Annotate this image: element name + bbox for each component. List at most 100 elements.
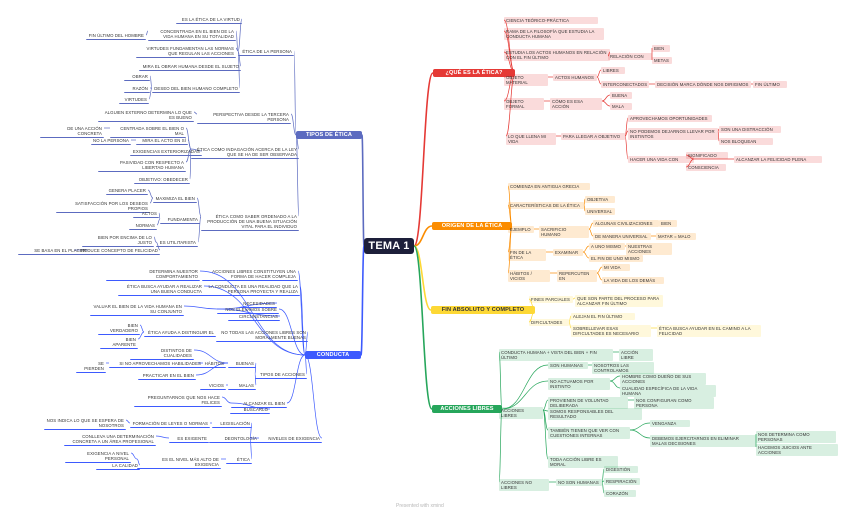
origen-node[interactable]: EJEMPLO: [508, 226, 534, 233]
tipos-node[interactable]: VIRTUDES: [119, 96, 149, 104]
acciones-node[interactable]: PROVIENEN DE VOLUNTAD DELIBERADA: [548, 397, 628, 409]
branch-acciones[interactable]: ACCIONES LIBRES: [432, 405, 502, 413]
que-es-node[interactable]: SON UNA DISTRACCIÓN: [719, 126, 781, 133]
tipos-node[interactable]: VIRTUDES FUNDAMENTAN LAS NORMAS QUE REGU…: [136, 45, 236, 58]
conducta-node[interactable]: LA CALIDAD: [96, 462, 140, 470]
origen-node[interactable]: A UNO MISMO: [589, 243, 625, 250]
que-es-node[interactable]: ESTUDIA LOS ACTOS HUMANOS EN RELACIÓN CO…: [504, 49, 610, 61]
origen-node[interactable]: MI VIDA: [602, 264, 630, 271]
que-es-node[interactable]: CIENCIA TEÓRICO-PRÁCTICA: [504, 17, 598, 24]
que-es-node[interactable]: BUENA: [610, 92, 632, 99]
conducta-node[interactable]: NO TODAS LAS ACCIONES LIBRES SON MORALME…: [216, 329, 308, 342]
tipos-node[interactable]: CENTRADA SOBRE EL BIEN O MAL: [110, 125, 186, 138]
que-es-node[interactable]: CÓMO ES ESA ACCIÓN: [550, 98, 602, 110]
origen-node[interactable]: COMIENZA EN ANTIGUA GRECIA: [508, 183, 590, 190]
acciones-node[interactable]: NO ACTUAMOS POR INSTINTO: [548, 378, 610, 390]
conducta-node[interactable]: ES EXIGENTE: [169, 435, 209, 443]
conducta-node[interactable]: NIVELES DE EXIGENCIA: [250, 435, 322, 443]
tipos-node[interactable]: NO LA PERSONA: [91, 137, 131, 145]
acciones-node[interactable]: NO SON HUMANAS: [556, 479, 602, 486]
acciones-node[interactable]: SON HUMANAS: [548, 362, 588, 369]
conducta-node[interactable]: SE PIERDEN: [76, 360, 106, 373]
tipos-node[interactable]: SE BASA EN EL PLACER: [18, 247, 88, 255]
que-es-node[interactable]: ALCANZAR LA FELICIDAD PLENA: [734, 156, 822, 163]
conducta-node[interactable]: ALCANZAR EL BIEN: [231, 400, 287, 408]
origen-node[interactable]: ALGUNAS CIVILIZACIONES: [593, 220, 659, 227]
acciones-node[interactable]: ACCIONES NO LIBRES: [499, 479, 549, 491]
branch-conducta[interactable]: CONDUCTA: [305, 351, 361, 359]
conducta-node[interactable]: ÉTICA AYUDA A DISTINGUIR EL: [144, 329, 216, 337]
origen-node[interactable]: HÁBITOS / VICIOS: [508, 270, 550, 282]
acciones-node[interactable]: CONDUCTA HUMANA + VISTA DEL BIEN + FIN Ú…: [499, 349, 613, 361]
acciones-node[interactable]: CORAZÓN: [604, 490, 636, 497]
tipos-node[interactable]: MAXIMIZA EL BIEN: [153, 195, 197, 203]
que-es-node[interactable]: OBJETO MATERIAL: [504, 74, 548, 86]
acciones-node[interactable]: HACEMOS JUICIOS ANTE ACCIONES: [756, 444, 838, 456]
acciones-node[interactable]: HOMBRE COMO DUEÑO DE SUS ACCIONES: [620, 373, 706, 385]
origen-node[interactable]: SACRIFICIO HUMANO: [539, 226, 589, 238]
conducta-node[interactable]: NECESIDADES: [239, 300, 277, 308]
fin-node[interactable]: SOBRELLEVAR ESAS DIFICULTADES ES NECESAR…: [571, 325, 651, 337]
tipos-node[interactable]: OBRAR: [124, 73, 150, 81]
origen-node[interactable]: REPERCUTEN EN: [557, 270, 597, 282]
que-es-node[interactable]: RELACIÓN CON: [608, 53, 652, 60]
conducta-node[interactable]: DEONTOLOGÍA: [209, 435, 259, 443]
conducta-node[interactable]: NOS ELEVAMOS SOBRE: [217, 306, 279, 314]
conducta-node[interactable]: BUENAS: [228, 360, 256, 368]
acciones-node[interactable]: TAMBIÉN TIENEN QUE VER CON CUESTIONES IN…: [548, 427, 630, 439]
origen-node[interactable]: EXAMINAR: [553, 249, 583, 256]
conducta-node[interactable]: HÁBITOS: [198, 360, 226, 368]
tipos-node[interactable]: REDUCE CONCEPTO DE FELICIDAD: [74, 247, 160, 255]
que-es-node[interactable]: METAS: [652, 57, 672, 64]
tipos-node[interactable]: FIN ÚLTIMO DEL HOMBRE: [86, 32, 146, 40]
conducta-node[interactable]: FORMACIÓN DE LEYES O NORMAS: [130, 420, 210, 428]
que-es-node[interactable]: FIN ÚLTIMO: [753, 81, 787, 88]
conducta-node[interactable]: NOS INDICA LO QUE SE ESPERA DE NOSOTROS: [44, 417, 126, 430]
tipos-node[interactable]: BIEN POR ENCIMA DE LO JUSTO: [82, 234, 154, 247]
que-es-node[interactable]: RAMA DE LA FILOSOFÍA QUE ESTUDIA LA COND…: [504, 28, 604, 40]
acciones-node[interactable]: VENGANZA: [650, 420, 690, 427]
branch-origen[interactable]: ORIGEN DE LA ÉTICA: [432, 222, 512, 230]
fin-node[interactable]: FINES PARCIALES: [529, 296, 573, 303]
que-es-node[interactable]: MALA: [610, 103, 632, 110]
que-es-node[interactable]: INTERCONECTADOS: [601, 81, 649, 88]
acciones-node[interactable]: DEBEMOS EJERCITARNOS EN ELIMINAR MALAS D…: [650, 435, 756, 447]
acciones-node[interactable]: TODA ACCIÓN LIBRE ES MORAL: [548, 456, 618, 468]
tipos-node[interactable]: NORMAS: [129, 222, 157, 230]
conducta-node[interactable]: LA CONDUCTA ES UNA REALIDAD QUE LA PERSO…: [202, 283, 300, 296]
acciones-node[interactable]: SOMOS RESPONSABLES DEL RESULTADO: [548, 408, 642, 420]
conducta-node[interactable]: ÉTICA BUSCA AYUDAR A REALIZAR UNA BUENA …: [118, 283, 204, 296]
origen-node[interactable]: OBJETIVA: [585, 196, 615, 203]
acciones-node[interactable]: NOS CONFIGURAN COMO PERSONA: [634, 397, 714, 409]
tipos-node[interactable]: RAZÓN: [124, 85, 150, 93]
tipos-node[interactable]: FUNDAMENTA: [160, 216, 200, 224]
root-node[interactable]: TEMA 1: [364, 238, 414, 254]
que-es-node[interactable]: CONSCIENCIA: [686, 164, 726, 171]
tipos-node[interactable]: ES LA ÉTICA DE LA VIRTUD: [176, 16, 242, 24]
origen-node[interactable]: BIEN: [659, 220, 677, 227]
conducta-node[interactable]: ACCIONES LIBRES CONSTITUYEN UNA FORMA DE…: [202, 268, 298, 281]
conducta-node[interactable]: BUSCARLO: [230, 406, 270, 414]
que-es-node[interactable]: SIGNIFICADO: [686, 152, 728, 159]
tipos-node[interactable]: ES UTILITARISTA: [156, 239, 198, 247]
acciones-node[interactable]: DIGESTIÓN: [604, 466, 638, 473]
conducta-node[interactable]: CIRCUNSTANCIAS: [228, 313, 280, 321]
tipos-node[interactable]: ÉTICA DE LA PERSONA: [238, 48, 294, 56]
conducta-node[interactable]: VALUAR EL BIEN DE LA VIDA HUMANA EN SU C…: [90, 303, 184, 316]
que-es-node[interactable]: NO PODEMOS DEJARNOS LLEVAR POR INSTINTOS: [628, 128, 718, 140]
branch-fin[interactable]: FIN ABSOLUTO Y COMPLETO: [431, 306, 535, 314]
origen-node[interactable]: CARACTERÍSTICAS DE LA ÉTICA: [508, 202, 584, 209]
tipos-node[interactable]: ÉTICA COMO INDAGACIÓN ACERCA DE LA LEY Q…: [191, 146, 299, 159]
origen-node[interactable]: DE MANERA UNIVERSAL: [593, 233, 651, 240]
fin-node[interactable]: DIFICULTADES: [529, 319, 569, 326]
origen-node[interactable]: EL FIN DE UNO MISMO: [589, 255, 643, 262]
fin-node[interactable]: ALEJAN EL FIN ÚLTIMO: [571, 313, 635, 320]
tipos-node[interactable]: DE UNA ACCIÓN CONCRETA: [40, 125, 104, 138]
acciones-node[interactable]: CUALIDAD ESPECÍFICA DE LA VIDA HUMANA: [620, 385, 716, 397]
conducta-node[interactable]: MALAS: [228, 382, 256, 390]
que-es-node[interactable]: LO QUE LLENA MI VIDA: [506, 133, 556, 145]
tipos-node[interactable]: ALGUIEN EXTERNO DETERMINA LO QUE ES BUEN…: [98, 109, 194, 122]
tipos-node[interactable]: GENERA PLACER: [106, 187, 148, 195]
conducta-node[interactable]: CONLLEVA UNA DETERMINACIÓN CONCRETA A UN…: [64, 433, 156, 446]
que-es-node[interactable]: APROVECHAMOS OPORTUNIDADES: [628, 115, 712, 122]
